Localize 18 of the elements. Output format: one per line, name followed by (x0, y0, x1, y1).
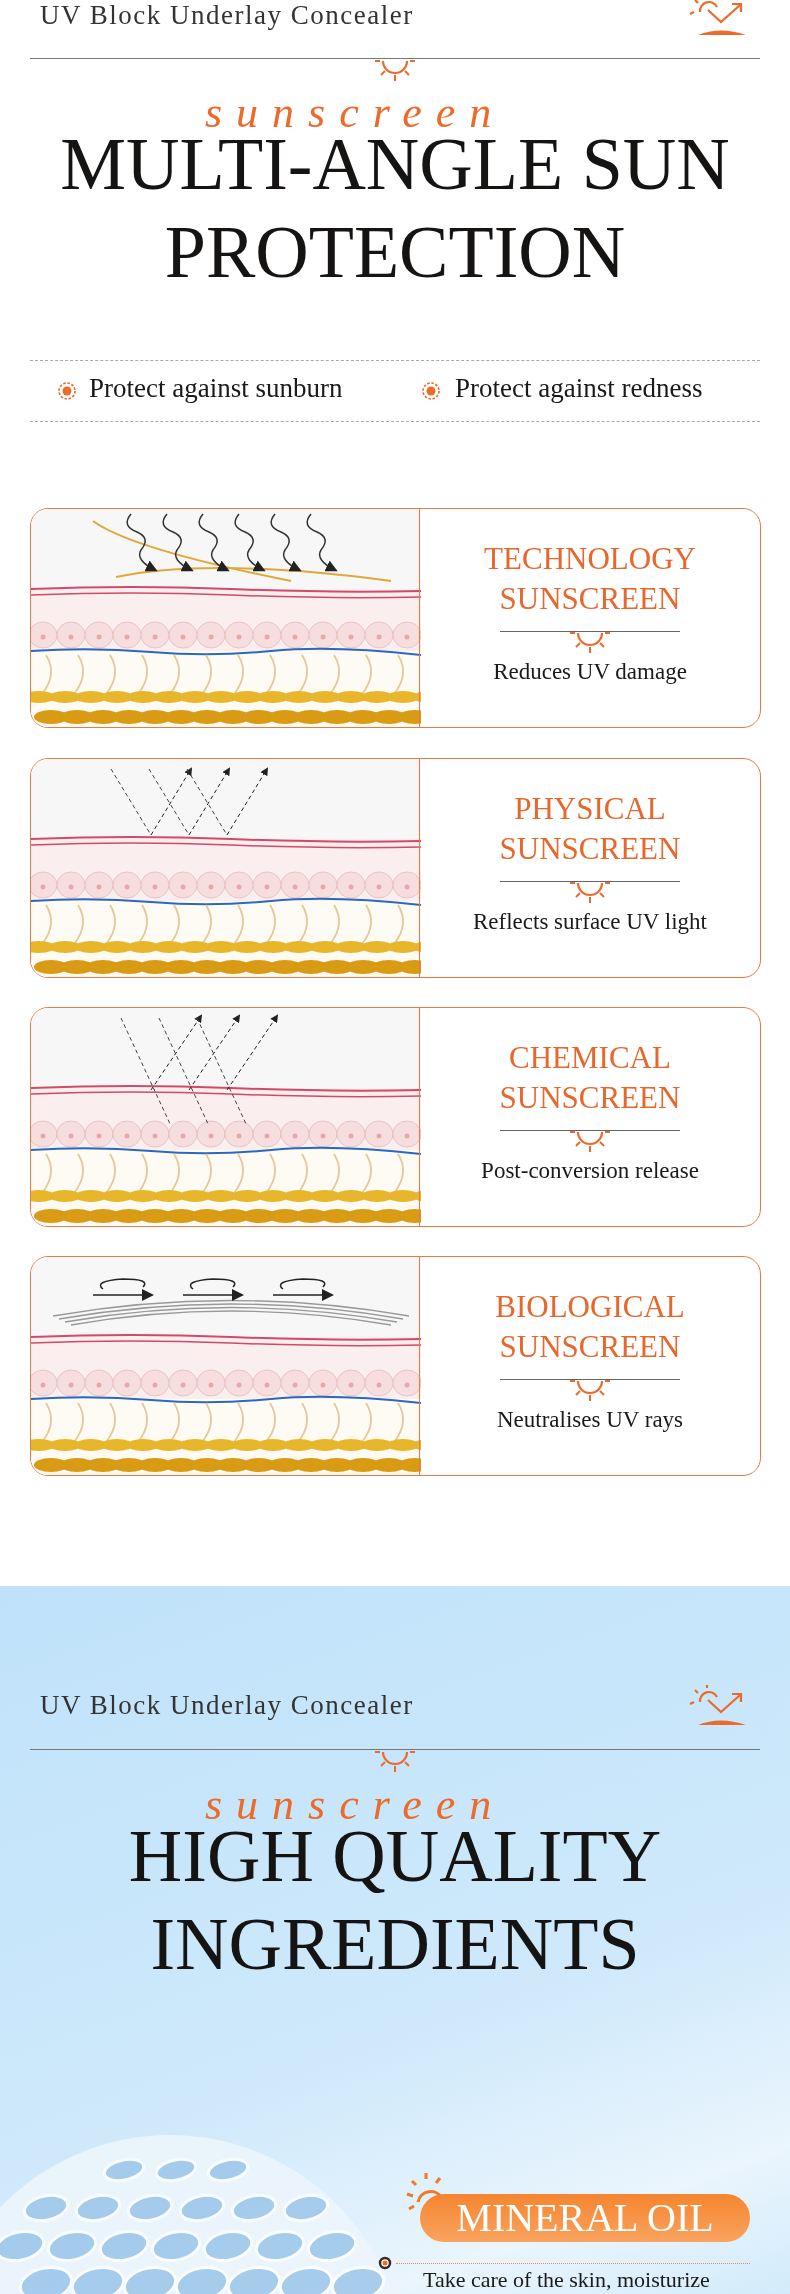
feature-text: Protect against sunburn (89, 373, 343, 404)
ingredient-description: Take care of the skin, moisturize (423, 2268, 710, 2292)
feature-card (30, 758, 761, 978)
card-description: Reflects surface UV light (472, 909, 708, 935)
card-description: Reduces UV damage (492, 659, 688, 685)
card-heading: CHEMICAL SUNSCREEN (498, 1039, 682, 1117)
card-heading: TECHNOLOGY SUNSCREEN (483, 540, 697, 618)
card-description: Post-conversion release (480, 1158, 700, 1184)
feature-text: Protect against redness (455, 373, 703, 404)
feature-card (30, 1007, 761, 1227)
card-description: Neutralises UV rays (495, 1407, 685, 1433)
card-heading: PHYSICAL SUNSCREEN (498, 790, 682, 868)
ingredient-label: MINERAL OIL (420, 2194, 750, 2242)
feature-card (30, 508, 761, 728)
header-text: UV Block Underlay Concealer (40, 0, 414, 31)
feature-card (30, 1256, 761, 1476)
header-text: UV Block Underlay Concealer (40, 1690, 414, 1721)
card-heading: BIOLOGICAL SUNSCREEN (494, 1288, 686, 1366)
